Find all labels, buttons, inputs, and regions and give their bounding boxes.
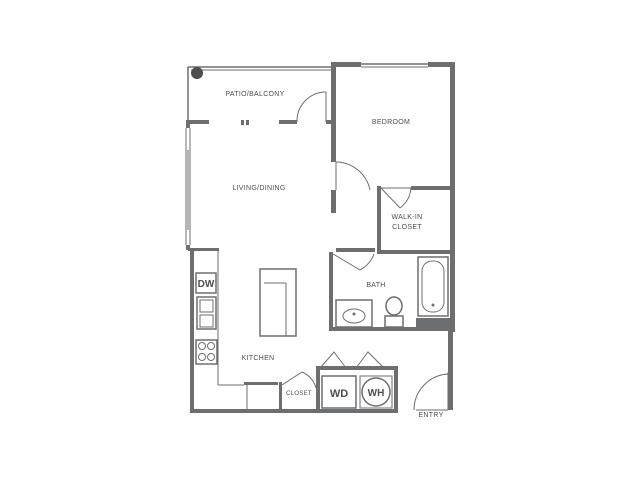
wall-bottom-left	[190, 409, 318, 413]
wall-patio-stub-1	[241, 120, 244, 125]
bathtub-basin	[421, 260, 445, 313]
wall-laundry-left	[316, 366, 320, 413]
kitchen-island	[259, 268, 297, 337]
wall-patio-stub-2	[246, 120, 249, 125]
wall-right-exterior	[450, 62, 455, 332]
wall-patio-right	[326, 120, 334, 124]
wall-left-upper	[186, 120, 190, 128]
wall-bath-bottom	[329, 327, 453, 331]
fixtures	[195, 251, 449, 409]
wall-left-lower-cap	[186, 245, 190, 250]
water-heater-box	[359, 375, 393, 409]
kitchen-sink	[196, 296, 217, 330]
room-labels: PATIO/BALCONY BEDROOM LIVING/DINING WALK…	[225, 91, 443, 419]
wall-bedroom-left-upper	[331, 62, 336, 162]
label-kitchen: KITCHEN	[242, 355, 275, 362]
patio-column	[191, 67, 203, 79]
closet-door-leaf[interactable]	[281, 371, 303, 386]
label-entry: ENTRY	[418, 412, 443, 419]
laundry-door-right[interactable]	[355, 351, 385, 369]
wall-bottom-laundry	[316, 409, 397, 413]
walkin-door-leaf[interactable]	[380, 187, 401, 209]
wall-patio-mid	[279, 120, 297, 124]
wall-left-kitchen	[190, 248, 194, 413]
wall-bath-left	[329, 252, 333, 331]
label-closet: CLOSET	[286, 391, 312, 397]
walls	[185, 62, 455, 413]
label-patio-balcony: PATIO/BALCONY	[225, 91, 284, 98]
label-wh: WH	[368, 388, 385, 399]
toilet-bowl	[385, 296, 403, 316]
patio-door-swing	[296, 91, 327, 123]
wall-closet-left	[279, 382, 282, 413]
wall-bedroom-top-left	[331, 62, 361, 67]
wall-walkin-top	[411, 186, 453, 190]
wall-entry-right	[448, 330, 453, 410]
walkin-door-swing	[399, 187, 412, 209]
wall-kitchen-counter-end	[244, 382, 278, 385]
bath-door-leaf[interactable]	[332, 253, 361, 271]
label-wd: WD	[330, 388, 348, 400]
label-dw: DW	[198, 279, 215, 290]
doors[interactable]	[281, 91, 449, 411]
burner-3	[198, 353, 206, 361]
label-walkin-line2: CLOSET	[392, 224, 422, 231]
bathtub-drain	[431, 303, 435, 307]
wall-patio-left	[188, 120, 209, 124]
wall-bedroom-bottom-left	[336, 248, 375, 252]
water-heater	[361, 377, 391, 407]
appliance-labels: DW WD WH	[198, 279, 385, 400]
toilet-tank	[384, 315, 404, 328]
entry-door-swing	[413, 373, 449, 411]
wall-bedroom-top-right	[428, 62, 453, 67]
bedroom-door-swing	[335, 161, 371, 191]
bath-sink	[342, 308, 366, 324]
burner-4	[207, 353, 215, 361]
kitchen-sink-basin-1	[199, 299, 214, 313]
wall-walkin-left	[377, 186, 381, 254]
wall-laundry-right	[394, 366, 398, 413]
kitchen-sink-basin-2	[199, 314, 214, 328]
bath-sink-drain	[352, 312, 356, 316]
label-bedroom: BEDROOM	[372, 119, 410, 126]
label-walkin-line1: WALK-IN	[391, 214, 422, 221]
washer-dryer	[321, 375, 357, 409]
bath-door-swing	[359, 253, 375, 271]
wall-laundry-top	[316, 366, 398, 370]
wall-bedroom-left-lower	[331, 190, 336, 213]
burner-1	[198, 342, 206, 350]
wall-kitchen-top	[188, 248, 219, 251]
tub-wall-block	[416, 318, 453, 331]
label-living-dining: LIVING/DINING	[232, 185, 285, 192]
closet-door-swing	[301, 371, 317, 389]
stove	[195, 339, 218, 365]
label-bath: BATH	[366, 282, 385, 289]
laundry-door-left[interactable]	[319, 351, 347, 369]
burner-2	[207, 342, 215, 350]
wall-walkin-bottom	[377, 250, 453, 254]
